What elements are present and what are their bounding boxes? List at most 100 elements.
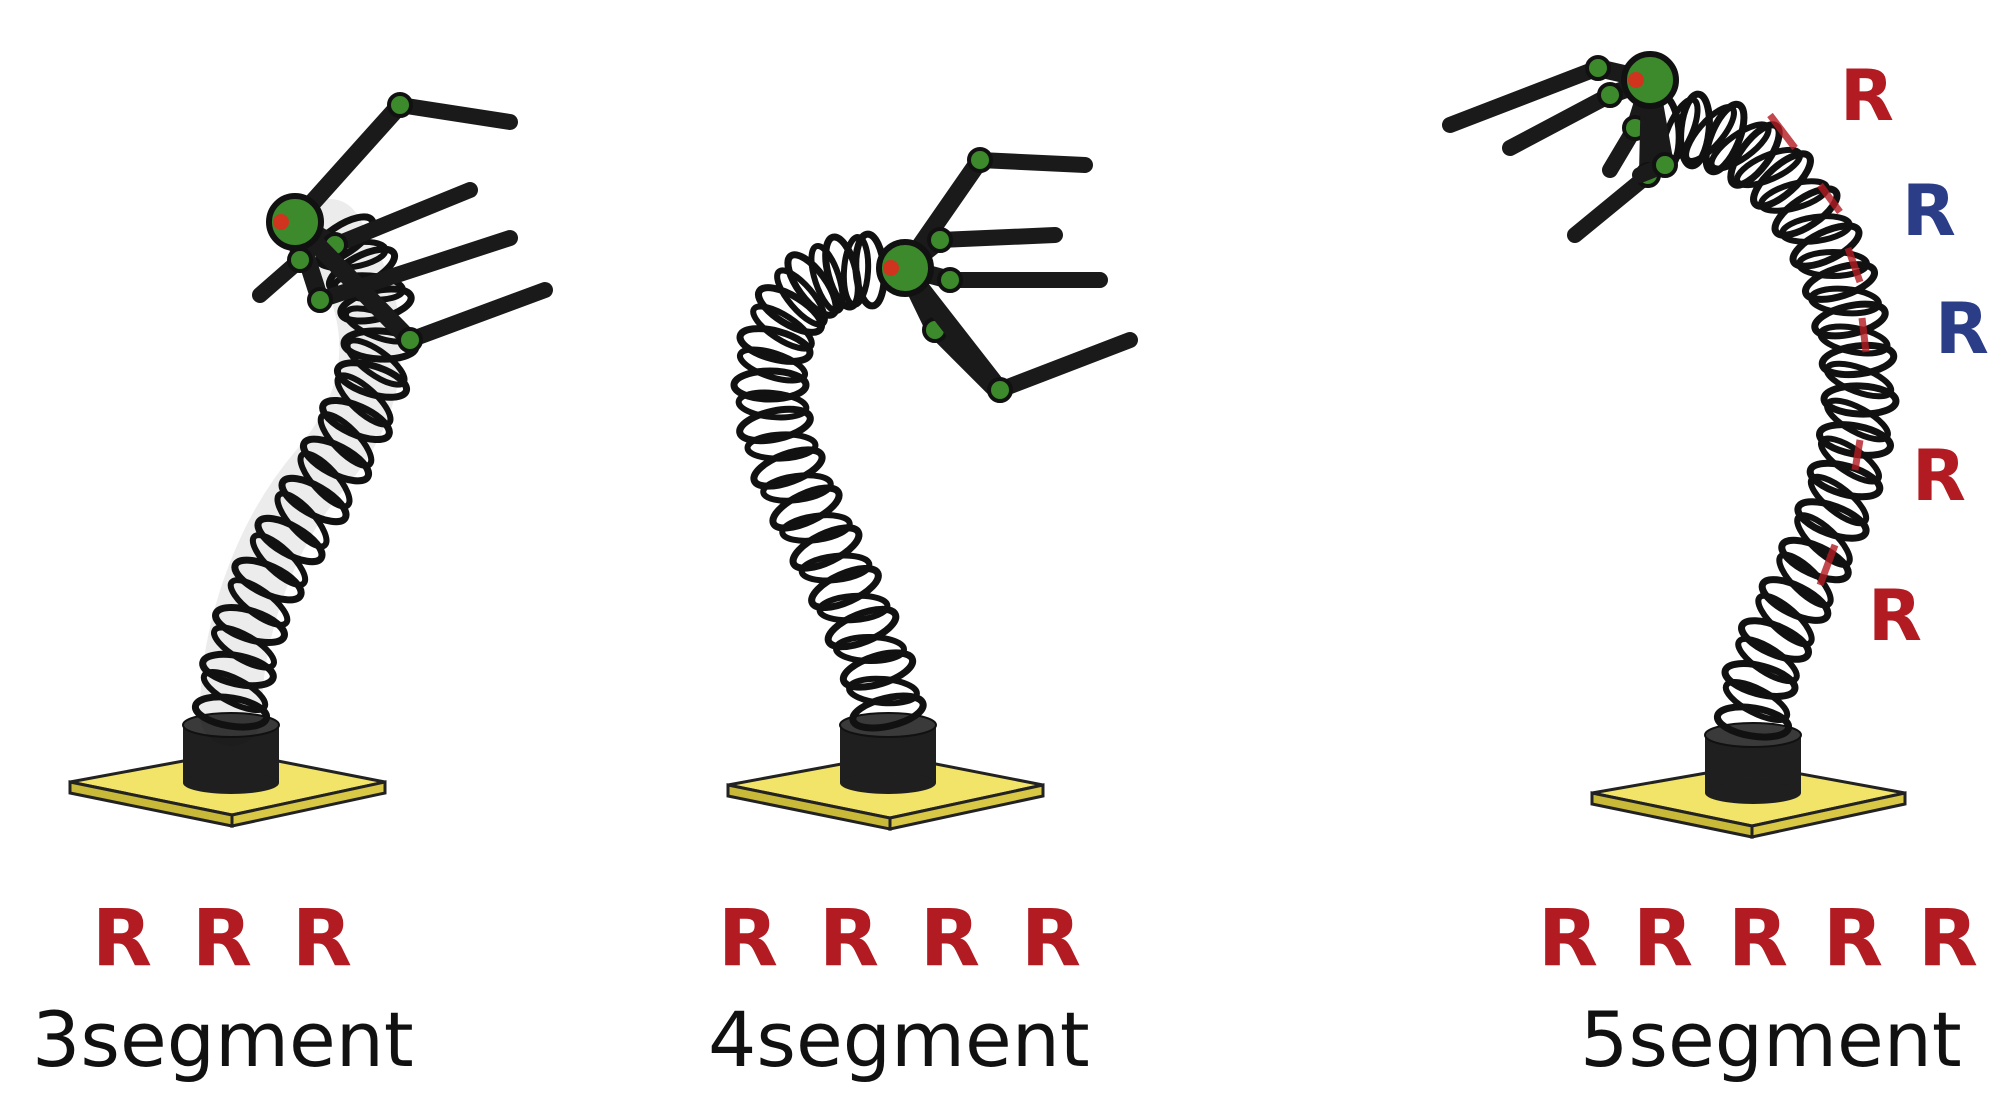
- spring-coil: [333, 359, 411, 401]
- gripper-hub: [1621, 51, 1679, 109]
- finger-knuckle: [1652, 152, 1678, 178]
- joint-label-r: R: [1538, 894, 1598, 984]
- spring-coil: [750, 446, 826, 490]
- gripper-hub: [266, 193, 324, 251]
- spring-coil: [760, 472, 834, 504]
- spring-coil: [736, 325, 814, 365]
- spring-coil: [1735, 635, 1800, 685]
- joint-label-r: R: [920, 894, 980, 984]
- spring-coil: [1721, 660, 1799, 700]
- spring-coil: [769, 484, 843, 532]
- panel-3-segment: [68, 92, 553, 828]
- finger-tip: [932, 227, 1063, 248]
- spring-coil: [1758, 576, 1832, 624]
- finger-knuckle: [1597, 82, 1623, 108]
- gripper: [252, 92, 553, 353]
- spring-coil: [849, 692, 927, 732]
- joint-label-r: R: [1902, 170, 1956, 252]
- finger-knuckle: [397, 327, 423, 353]
- spring-coils: [730, 230, 927, 732]
- spring-coil: [299, 435, 373, 485]
- spring-coil: [1801, 261, 1879, 303]
- joint-label-r: R: [1918, 894, 1978, 984]
- gripper: [876, 147, 1138, 403]
- joint-label-r: R: [1021, 894, 1081, 984]
- finger-tip: [1442, 60, 1606, 133]
- spring-coil: [736, 405, 814, 445]
- finger-tip: [992, 332, 1138, 398]
- spring-coil: [735, 389, 810, 421]
- spring-coils: [1647, 90, 1900, 741]
- finger-knuckle: [967, 147, 993, 173]
- finger-knuckle: [307, 287, 333, 313]
- spring-coil: [200, 669, 269, 713]
- spring-coil: [824, 605, 900, 651]
- finger-knuckle: [927, 227, 953, 253]
- spring-coil: [1771, 185, 1841, 239]
- joint-label-r: R: [1868, 575, 1922, 657]
- joint-label-r: R: [92, 894, 152, 984]
- finger-tip: [327, 182, 478, 253]
- caption-5-segment: 5segment: [1580, 995, 1962, 1084]
- finger-knuckle: [987, 377, 1013, 403]
- spring-coil: [750, 303, 815, 352]
- spring-coil: [1722, 679, 1791, 723]
- joint-label-r: R: [1935, 288, 1989, 370]
- spring-coil: [1708, 121, 1772, 172]
- caption-4-segment: 4segment: [708, 995, 1090, 1084]
- caption-3-segment: 3segment: [32, 995, 414, 1084]
- spring-coil: [1778, 536, 1852, 584]
- joint-label-r: R: [819, 894, 879, 984]
- spring-coil: [1750, 150, 1814, 210]
- spring-coil: [1816, 421, 1894, 459]
- gripper: [1442, 51, 1679, 243]
- spring-coil: [774, 267, 828, 328]
- finger-knuckle: [387, 92, 413, 118]
- spring-coil: [808, 242, 846, 315]
- spring-coil: [808, 564, 882, 612]
- spring-coil: [231, 556, 305, 604]
- joint-label-r: R: [1633, 894, 1693, 984]
- spring-coil: [344, 337, 408, 388]
- spring-coil: [1806, 459, 1884, 501]
- gripper-center: [1628, 72, 1644, 88]
- spring-coil: [736, 346, 809, 384]
- finger-tip: [1502, 87, 1618, 156]
- spring-coil: [1818, 341, 1898, 379]
- finger-knuckle: [1585, 55, 1611, 81]
- spring-coil: [730, 367, 810, 403]
- spring-coil: [1789, 222, 1863, 270]
- base-stand: [839, 712, 937, 794]
- spring-coil: [319, 396, 393, 444]
- finger-tip: [392, 97, 518, 130]
- finger-tip: [1567, 167, 1656, 243]
- spring-coils: [191, 213, 420, 731]
- finger-knuckle: [287, 247, 313, 273]
- spring-coil: [1713, 703, 1793, 741]
- joint-label-r: R: [718, 894, 778, 984]
- spring-coil: [1820, 382, 1900, 418]
- finger-tip: [972, 152, 1093, 173]
- finger-knuckle: [937, 267, 963, 293]
- panel-5-segment: [1442, 51, 1907, 839]
- spring-coil: [191, 693, 271, 731]
- gripper-center: [883, 260, 899, 276]
- joint-label-r: R: [292, 894, 352, 984]
- joint-label-r: R: [1823, 894, 1883, 984]
- panel-4-segment: [726, 147, 1138, 831]
- joint-label-r: R: [1728, 894, 1788, 984]
- spring-coil: [784, 251, 840, 319]
- finger-tip: [402, 282, 553, 348]
- spring-coil: [1794, 498, 1870, 542]
- joint-label-r: R: [1840, 55, 1894, 137]
- spring-coil: [789, 524, 863, 572]
- gripper-center: [273, 214, 289, 230]
- gripper-hub: [876, 239, 934, 297]
- joint-label-r: R: [192, 894, 252, 984]
- spring-coil: [839, 649, 917, 691]
- spring-coil: [754, 284, 826, 336]
- spring-coil: [1734, 146, 1803, 189]
